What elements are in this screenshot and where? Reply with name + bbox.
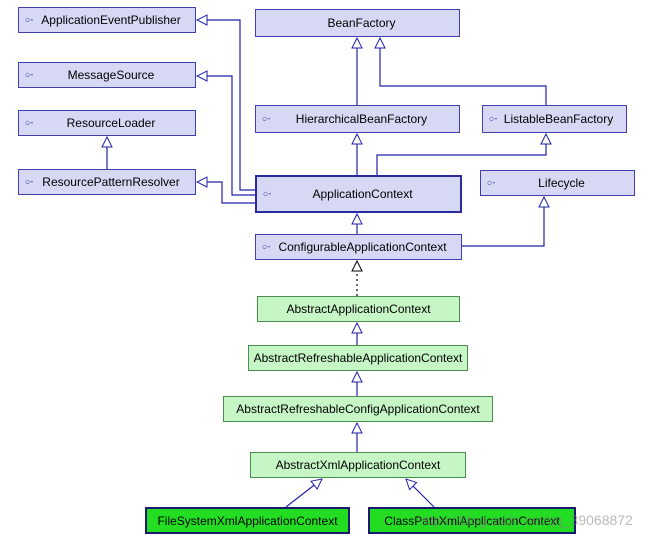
- node-bean-factory: BeanFactory: [255, 9, 460, 37]
- node-label: AbstractRefreshableConfigApplicationCont…: [236, 402, 480, 416]
- node-hierarchical-bean-factory: ○- HierarchicalBeanFactory: [255, 105, 460, 133]
- edge-class-path-xml-application-context-to-abstract-xml-application-context: [406, 479, 435, 508]
- node-label: MessageSource: [67, 68, 155, 82]
- node-label: AbstractXmlApplicationContext: [275, 458, 441, 472]
- interface-marker-icon: ○-: [487, 177, 496, 188]
- edge-application-context-to-listable-bean-factory: [376, 134, 546, 175]
- edge-listable-bean-factory-to-bean-factory: [380, 38, 547, 105]
- node-label: ListableBeanFactory: [503, 112, 614, 126]
- interface-marker-icon: ○-: [263, 188, 272, 199]
- interface-marker-icon: ○-: [262, 113, 271, 124]
- node-listable-bean-factory: ○- ListableBeanFactory: [482, 105, 627, 133]
- node-label: ConfigurableApplicationContext: [278, 240, 447, 254]
- node-configurable-application-context: ○- ConfigurableApplicationContext: [255, 234, 462, 260]
- node-abstract-application-context: AbstractApplicationContext: [257, 296, 460, 322]
- interface-marker-icon: ○-: [262, 241, 271, 252]
- node-abstract-xml-application-context: AbstractXmlApplicationContext: [250, 452, 466, 478]
- node-resource-pattern-resolver: ○- ResourcePatternResolver: [18, 169, 196, 195]
- interface-marker-icon: ○-: [25, 14, 34, 25]
- node-class-path-xml-application-context: ClassPathXmlApplicationContext: [368, 507, 576, 534]
- interface-marker-icon: ○-: [25, 176, 34, 187]
- edge-configurable-application-context-to-lifecycle: [462, 197, 544, 247]
- node-label: ApplicationContext: [312, 187, 413, 201]
- node-application-event-publisher: ○- ApplicationEventPublisher: [18, 7, 196, 33]
- interface-marker-icon: ○-: [25, 69, 34, 80]
- node-label: Lifecycle: [538, 176, 585, 190]
- edge-application-context-to-application-event-publisher: [197, 20, 255, 191]
- interface-marker-icon: ○-: [489, 113, 498, 124]
- node-abstract-refreshable-config-application-context: AbstractRefreshableConfigApplicationCont…: [223, 396, 493, 422]
- edge-file-system-xml-application-context-to-abstract-xml-application-context: [285, 479, 322, 508]
- node-label: ResourcePatternResolver: [42, 175, 180, 189]
- node-application-context: ○- ApplicationContext: [255, 175, 462, 213]
- node-label: ResourceLoader: [66, 116, 156, 130]
- node-resource-loader: ○- ResourceLoader: [18, 110, 196, 136]
- node-label: ClassPathXmlApplicationContext: [384, 513, 560, 528]
- node-label: BeanFactory: [327, 16, 396, 30]
- node-label: ApplicationEventPublisher: [41, 13, 181, 27]
- interface-marker-icon: ○-: [25, 117, 34, 128]
- node-lifecycle: ○- Lifecycle: [480, 170, 635, 196]
- edge-application-context-to-message-source: [197, 76, 255, 196]
- node-label: AbstractRefreshableApplicationContext: [253, 351, 463, 365]
- edge-application-context-to-resource-pattern-resolver: [197, 182, 255, 204]
- node-message-source: ○- MessageSource: [18, 62, 196, 88]
- node-label: FileSystemXmlApplicationContext: [157, 513, 338, 528]
- node-label: AbstractApplicationContext: [286, 302, 431, 316]
- node-abstract-refreshable-application-context: AbstractRefreshableApplicationContext: [248, 345, 468, 371]
- node-file-system-xml-application-context: FileSystemXmlApplicationContext: [145, 507, 350, 534]
- watermark: https://blog.csdn.net/qq_39068872: [418, 512, 633, 528]
- node-label: HierarchicalBeanFactory: [295, 112, 428, 126]
